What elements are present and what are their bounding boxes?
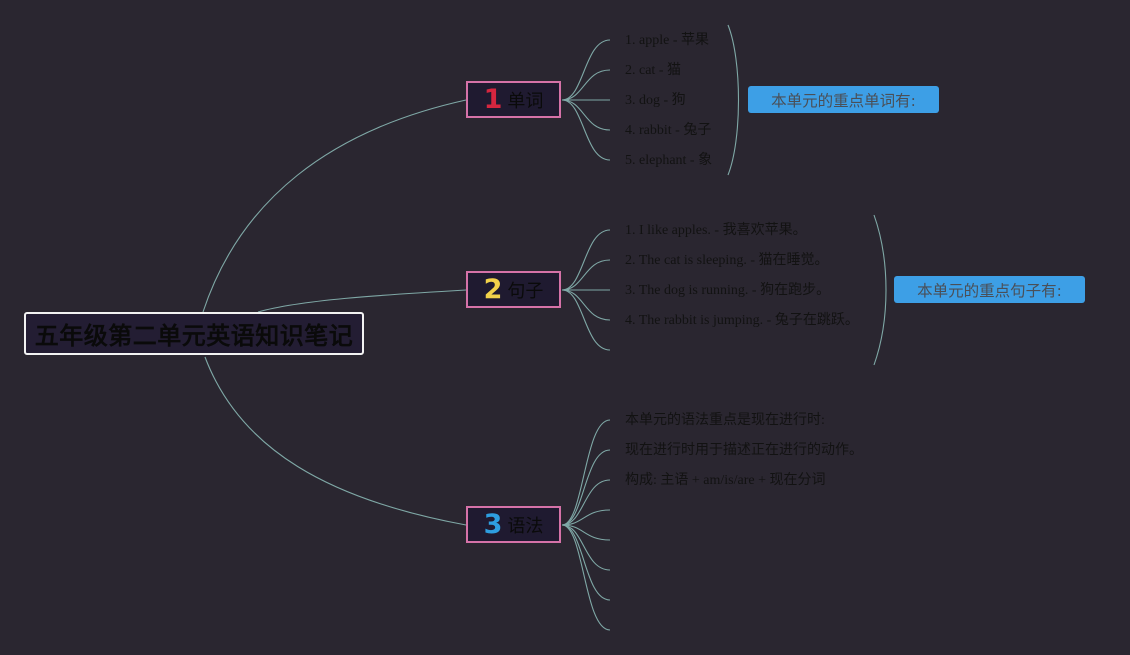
vocabulary-summary[interactable]: 本单元的重点单词有: <box>748 86 939 113</box>
sentences-leaf-line <box>561 289 611 351</box>
number-three-marker: 3 <box>483 509 503 540</box>
grammar-leaf-line <box>561 509 611 526</box>
vocabulary-leaf-line <box>561 99 611 161</box>
root-to-vocabulary-line <box>202 99 467 313</box>
sentences-leaf-line <box>561 259 611 291</box>
branch-vocabulary[interactable]: 1 单词 <box>466 81 561 118</box>
grammar-item[interactable]: 构成: 主语 + am/is/are + 现在分词 <box>625 473 826 488</box>
number-two-marker: 2 <box>483 274 503 305</box>
grammar-leaf-line <box>561 479 611 526</box>
vocabulary-item[interactable]: 1. apple - 苹果 <box>625 33 709 48</box>
sentences-summary[interactable]: 本单元的重点句子有: <box>894 276 1085 303</box>
grammar-item[interactable]: 现在进行时用于描述正在进行的动作。 <box>625 443 863 458</box>
vocabulary-item[interactable]: 4. rabbit - 兔子 <box>625 123 712 138</box>
root-topic-label: 五年级第二单元英语知识笔记 <box>34 322 354 350</box>
grammar-leaf-line <box>561 419 611 526</box>
sentence-item[interactable]: 1. I like apples. - 我喜欢苹果。 <box>625 223 807 238</box>
branch-grammar-label: 语法 <box>507 515 544 537</box>
vocabulary-leaf-line <box>561 99 611 131</box>
vocabulary-leaf-line <box>561 69 611 101</box>
sentence-item[interactable]: 2. The cat is sleeping. - 猫在睡觉。 <box>625 253 829 268</box>
number-one-marker: 1 <box>483 84 503 115</box>
grammar-leaf-line <box>561 524 611 601</box>
vocabulary-item[interactable]: 5. elephant - 象 <box>625 153 713 168</box>
sentences-summary-label: 本单元的重点句子有: <box>917 281 1062 300</box>
sentences-leaf-line <box>561 229 611 291</box>
sentences-leaf-line <box>561 289 611 321</box>
sentence-item[interactable]: 3. The dog is running. - 狗在跑步。 <box>625 283 831 298</box>
root-to-grammar-line <box>204 356 467 526</box>
root-topic[interactable]: 五年级第二单元英语知识笔记 <box>24 312 364 355</box>
vocabulary-summary-bracket <box>727 24 739 176</box>
branch-grammar[interactable]: 3 语法 <box>466 506 561 543</box>
root-to-sentences-line <box>257 289 467 313</box>
vocabulary-item[interactable]: 2. cat - 猫 <box>625 63 681 78</box>
grammar-leaf-line <box>561 449 611 526</box>
grammar-item[interactable]: 本单元的语法重点是现在进行时: <box>625 413 825 428</box>
vocabulary-item[interactable]: 3. dog - 狗 <box>625 93 686 108</box>
vocabulary-summary-label: 本单元的重点单词有: <box>771 91 916 110</box>
branch-sentences-label: 句子 <box>507 280 544 302</box>
branch-vocabulary-label: 单词 <box>507 90 544 112</box>
vocabulary-leaf-line <box>561 39 611 101</box>
grammar-leaf-line <box>561 524 611 631</box>
sentences-summary-bracket <box>873 214 887 366</box>
sentence-item[interactable]: 4. The rabbit is jumping. - 兔子在跳跃。 <box>625 313 859 328</box>
branch-sentences[interactable]: 2 句子 <box>466 271 561 308</box>
grammar-leaf-line <box>561 524 611 571</box>
